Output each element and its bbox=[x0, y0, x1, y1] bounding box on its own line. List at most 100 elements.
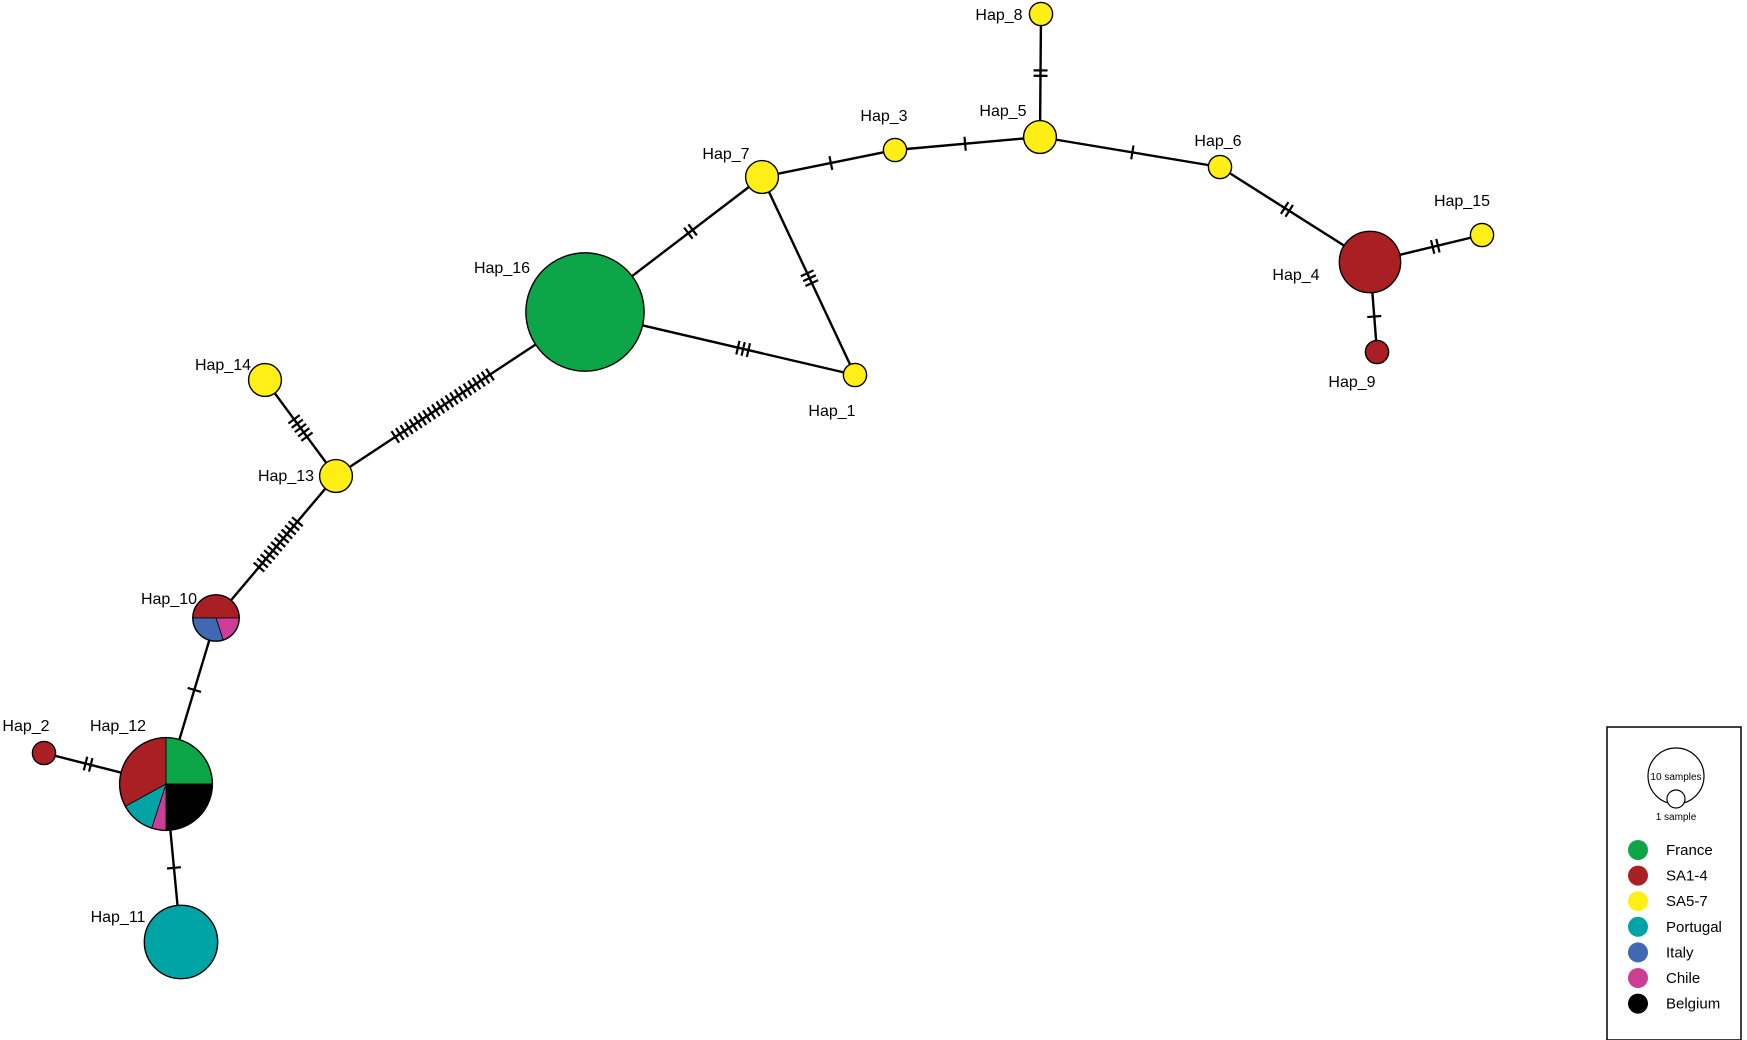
mutation-mark bbox=[431, 403, 441, 417]
node-label-hap_5: Hap_5 bbox=[979, 103, 1026, 120]
mutation-mark bbox=[187, 686, 202, 693]
node-circle bbox=[247, 362, 283, 398]
mutation-mark bbox=[82, 756, 89, 771]
mutation-mark bbox=[273, 536, 286, 548]
mutation-mark bbox=[1367, 314, 1382, 319]
edge-line bbox=[761, 148, 896, 179]
node-outline bbox=[192, 594, 240, 642]
mutation-mark bbox=[467, 379, 477, 393]
mutation-mark bbox=[256, 557, 269, 569]
legend-entry-chile: Chile bbox=[1628, 968, 1700, 988]
mutation-mark bbox=[1435, 238, 1441, 253]
mutation-mark bbox=[435, 400, 446, 414]
node-hap_5 bbox=[1022, 119, 1058, 155]
mutation-mark bbox=[805, 279, 819, 288]
edge-line bbox=[894, 135, 1041, 152]
legend-label: France bbox=[1666, 842, 1713, 859]
mutation-mark bbox=[453, 388, 464, 402]
node-hap_13 bbox=[318, 458, 354, 494]
mutation-mark bbox=[740, 341, 746, 356]
legend-entry-sa5-7: SA5-7 bbox=[1628, 891, 1708, 912]
node-circle bbox=[143, 904, 219, 980]
node-outline bbox=[118, 736, 214, 832]
mutation-mark bbox=[687, 223, 698, 237]
mutation-mark bbox=[404, 421, 414, 435]
legend: 10 samples 1 sample FranceSA1-4SA5-7Port… bbox=[1606, 726, 1742, 1040]
legend-label: Belgium bbox=[1666, 996, 1720, 1013]
node-hap_9 bbox=[1364, 339, 1390, 365]
legend-label: Chile bbox=[1666, 970, 1700, 987]
legend-entry-sa1-4: SA1-4 bbox=[1628, 865, 1708, 886]
mutation-mark bbox=[390, 430, 401, 444]
node-circle bbox=[882, 137, 908, 163]
node-circle bbox=[525, 252, 645, 372]
mutation-mark bbox=[802, 274, 817, 283]
mutation-mark bbox=[449, 391, 459, 405]
legend-swatch bbox=[1628, 942, 1648, 963]
legend-label: SA1-4 bbox=[1666, 868, 1708, 885]
mutation-mark bbox=[284, 524, 297, 536]
mutation-mark bbox=[287, 520, 300, 532]
node-label-hap_16: Hap_16 bbox=[474, 260, 530, 277]
nodes-layer bbox=[31, 1, 1495, 980]
node-label-hap_7: Hap_7 bbox=[702, 146, 749, 163]
legend-swatch bbox=[1628, 840, 1648, 860]
node-hap_12 bbox=[118, 736, 214, 832]
mutation-mark bbox=[291, 516, 304, 528]
legend-size-large-label: 10 samples bbox=[1650, 772, 1701, 783]
legend-entry-italy: Italy bbox=[1628, 942, 1694, 963]
mutation-mark bbox=[408, 418, 419, 432]
legend-entry-portugal: Portugal bbox=[1628, 916, 1722, 937]
node-label-hap_2: Hap_2 bbox=[2, 718, 49, 735]
legend-swatch bbox=[1628, 865, 1648, 886]
node-hap_10 bbox=[192, 594, 240, 642]
mutation-mark bbox=[1429, 239, 1436, 254]
node-hap_7 bbox=[744, 159, 780, 195]
mutation-mark bbox=[683, 226, 694, 240]
node-circle bbox=[744, 159, 780, 195]
mutation-mark bbox=[280, 528, 293, 540]
mutation-mark bbox=[259, 553, 273, 565]
node-hap_8 bbox=[1028, 1, 1054, 27]
mutation-mark bbox=[413, 415, 423, 429]
edge-line bbox=[1039, 135, 1221, 169]
mutation-mark bbox=[462, 382, 473, 396]
mutation-mark bbox=[426, 406, 437, 420]
mutation-mark bbox=[485, 368, 495, 382]
node-circle bbox=[1207, 154, 1233, 180]
mutation-mark bbox=[745, 343, 752, 358]
node-hap_14 bbox=[247, 362, 283, 398]
mutation-mark bbox=[828, 155, 834, 171]
mutation-mark bbox=[300, 431, 314, 442]
mutation-mark bbox=[963, 136, 967, 151]
node-circle bbox=[318, 458, 354, 494]
mutation-mark bbox=[440, 397, 450, 411]
labels-layer: Hap_1Hap_2Hap_3Hap_4Hap_5Hap_6Hap_7Hap_8… bbox=[2, 7, 1490, 926]
mutation-mark bbox=[735, 340, 741, 355]
mutation-mark bbox=[287, 414, 301, 425]
mutation-mark bbox=[166, 866, 182, 870]
node-circle bbox=[1469, 222, 1495, 248]
node-circle bbox=[1022, 119, 1058, 155]
legend-label: Italy bbox=[1666, 944, 1694, 961]
node-hap_1 bbox=[842, 362, 868, 388]
node-label-hap_8: Hap_8 bbox=[975, 7, 1022, 24]
edge-hap_5-hap_6 bbox=[1039, 135, 1221, 169]
node-hap_2 bbox=[31, 740, 57, 766]
legend-label: Portugal bbox=[1666, 919, 1722, 936]
legend-size-small-circle bbox=[1666, 789, 1686, 809]
node-label-hap_12: Hap_12 bbox=[90, 718, 146, 735]
legend-swatch bbox=[1628, 968, 1648, 988]
edge-hap_7-hap_3 bbox=[761, 148, 896, 179]
mutation-mark bbox=[458, 385, 468, 399]
node-hap_16 bbox=[525, 252, 645, 372]
legend-label: SA5-7 bbox=[1666, 893, 1708, 910]
edges-layer bbox=[43, 13, 1483, 943]
mutation-mark bbox=[266, 545, 280, 556]
node-label-hap_13: Hap_13 bbox=[258, 468, 314, 485]
node-hap_15 bbox=[1469, 222, 1495, 248]
edge-hap_13-hap_10 bbox=[215, 475, 337, 619]
mutation-mark bbox=[291, 418, 304, 429]
mutation-mark bbox=[294, 422, 307, 434]
